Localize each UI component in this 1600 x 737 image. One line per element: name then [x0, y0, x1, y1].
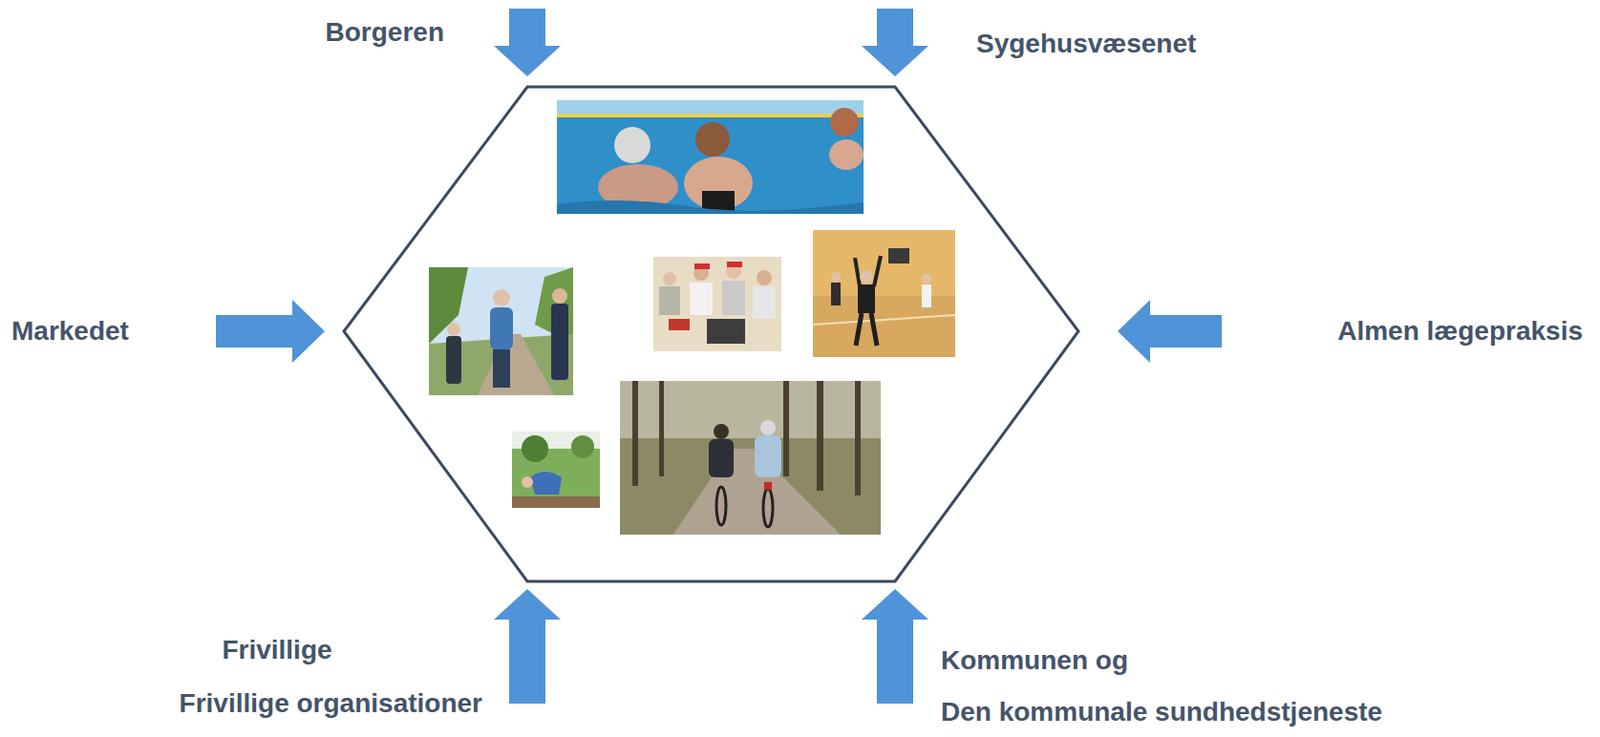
stakeholder-label: Frivillige	[221, 636, 332, 666]
block-arrow	[861, 8, 929, 77]
photo-ground	[428, 267, 574, 396]
photo-detail	[556, 200, 864, 214]
photo-figure	[722, 280, 746, 316]
photo-figure	[921, 274, 932, 284]
photo-detail	[556, 113, 864, 118]
stakeholder-label: Frivillige organisationer	[179, 689, 483, 720]
photo-figure	[713, 424, 729, 440]
photo-figure	[763, 489, 773, 528]
stakeholder-label: Borgeren	[325, 18, 445, 48]
photo-figure	[829, 139, 864, 171]
photo-figure	[752, 286, 776, 320]
photo-detail	[783, 381, 790, 477]
stakeholder-label: Den kommunale sundhedstjeneste	[940, 698, 1383, 728]
walking-photo	[428, 267, 574, 396]
photo-figure	[764, 482, 772, 491]
stakeholder-label: Kommunen og	[940, 646, 1129, 677]
photo-figure	[859, 270, 874, 284]
photo-detail	[854, 381, 861, 496]
photo-detail	[668, 319, 690, 331]
photo-figure	[662, 272, 677, 286]
photo-detail	[512, 496, 600, 509]
photo-figure	[490, 307, 513, 350]
photo-figure	[659, 286, 681, 316]
photo-figure	[716, 487, 726, 526]
photo-figure	[726, 261, 743, 268]
photo-detail	[571, 435, 595, 459]
photo-figure	[831, 272, 841, 282]
photo-ground	[653, 256, 782, 352]
stakeholder-label: Sygehusvæsenet	[976, 29, 1196, 60]
stakeholder-label: Markedet	[11, 317, 129, 347]
photo-detail	[816, 381, 824, 491]
photo-figure	[446, 336, 462, 384]
photo-figure	[447, 322, 461, 337]
photo-figure	[855, 313, 877, 346]
photo-figure	[492, 289, 511, 307]
garden-photo	[512, 431, 600, 509]
cycling-photo	[619, 381, 881, 535]
photo-figure	[552, 288, 568, 304]
photo-figure	[694, 263, 710, 270]
photo-figure	[756, 270, 772, 286]
photo-detail	[888, 248, 910, 264]
block-arrow	[861, 589, 929, 704]
block-arrow	[1117, 299, 1222, 363]
photo-figure	[614, 127, 651, 164]
group-photo	[653, 256, 782, 352]
photo-figure	[530, 471, 562, 495]
photo-figure	[551, 303, 569, 381]
block-arrow	[215, 299, 325, 363]
block-arrow	[493, 8, 561, 77]
photo-figure	[921, 284, 932, 308]
block-arrow	[493, 589, 561, 704]
photo-figure	[695, 122, 730, 157]
photo-detail	[556, 100, 864, 114]
photo-detail	[428, 267, 469, 344]
photo-figure	[492, 349, 511, 388]
photo-figure	[521, 476, 534, 489]
photo-figure	[689, 282, 713, 316]
photo-figure	[830, 107, 859, 137]
gym-photo	[812, 230, 956, 358]
photo-detail	[659, 381, 664, 477]
photo-ground	[512, 431, 600, 509]
photo-ground	[556, 100, 864, 214]
pool-photo	[556, 100, 864, 214]
photo-detail	[619, 381, 881, 439]
photo-detail	[632, 381, 639, 487]
photo-detail	[812, 315, 956, 325]
photo-figure	[831, 282, 841, 306]
stakeholder-label: Almen lægepraksis	[1337, 317, 1583, 347]
photo-figure	[754, 435, 782, 478]
photo-detail	[477, 334, 555, 396]
photo-ground	[812, 230, 956, 358]
photo-figure	[857, 284, 875, 314]
photo-detail	[706, 319, 746, 344]
photo-figure	[760, 420, 776, 436]
photo-detail	[521, 435, 549, 463]
photo-figure	[708, 439, 734, 478]
photo-ground	[619, 381, 881, 535]
arrows	[215, 8, 1222, 704]
hexagon-outline	[343, 86, 1079, 582]
photo-figure	[854, 256, 881, 287]
